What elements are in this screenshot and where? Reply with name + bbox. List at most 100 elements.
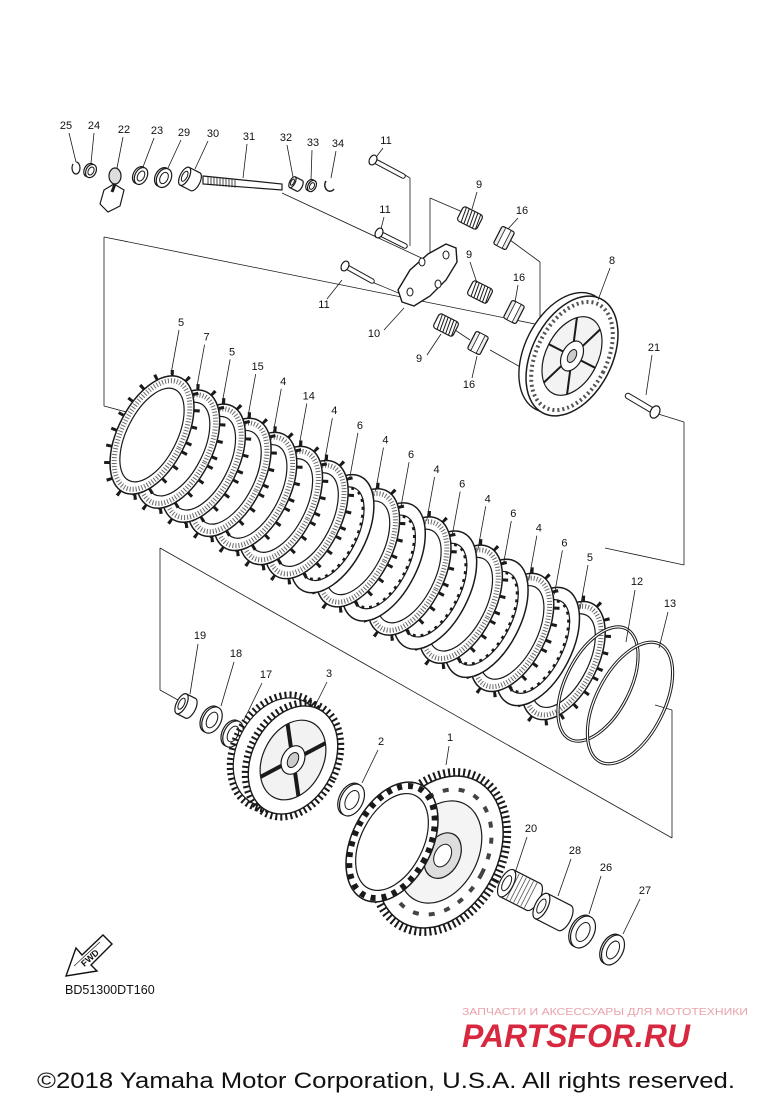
part-28-collar: [532, 892, 574, 932]
plate-tabs: [515, 595, 612, 726]
callout-label: 28: [569, 845, 581, 857]
leader-line: [645, 354, 653, 396]
leader-line: [142, 137, 155, 168]
watermark-tagline: ЗАПЧАСТИ И АКСЕССУАРЫ ДЛЯ МОТОТЕХНИКИ: [462, 1007, 748, 1018]
spring-coil: [481, 286, 489, 303]
spring-coil: [474, 214, 482, 230]
leader-line: [554, 550, 563, 595]
washer-hole: [226, 725, 240, 743]
watermark-logo: PARTSFOR.RU: [462, 1018, 691, 1054]
boss-spoke: [303, 741, 327, 756]
leader-line: [514, 284, 519, 303]
guide-line: [654, 704, 673, 711]
callout-label: 1: [447, 732, 453, 744]
washer-hole: [136, 170, 146, 182]
callout-label: 2: [378, 736, 384, 748]
spring-coil: [466, 209, 473, 226]
bolt-head: [368, 154, 378, 166]
callout-label: 11: [380, 135, 391, 147]
part-11-bolt: [368, 154, 406, 179]
callout-label: 20: [525, 823, 537, 835]
hub-rim-holes: [529, 299, 615, 413]
callout-label: 26: [600, 862, 612, 874]
leader-line: [471, 191, 478, 210]
plate-lining: [188, 420, 270, 535]
plate-tabs: [412, 539, 509, 670]
part-27-washer: [599, 933, 626, 966]
leader-line: [298, 403, 308, 448]
guide-line: [159, 689, 179, 701]
callout-label: 16: [516, 205, 528, 217]
leader-line: [658, 611, 669, 649]
callout-label: 13: [664, 598, 676, 610]
bolt-head: [340, 260, 350, 272]
leader-line: [323, 418, 333, 463]
callout-label: 32: [280, 132, 292, 144]
part-16-holder: [493, 226, 515, 250]
part-31-push-rod: [202, 175, 283, 191]
callout-label: 11: [379, 204, 390, 216]
leader-line: [383, 307, 405, 331]
hub-bore: [566, 349, 578, 363]
part-33-washer: [305, 178, 318, 193]
guide-line: [281, 192, 431, 263]
boss-spoke: [285, 723, 293, 748]
leader-line: [116, 136, 124, 169]
hub-spoke: [572, 317, 578, 342]
cylinder-edge: [513, 869, 541, 884]
part-34-clip: [324, 180, 335, 192]
leader-line: [310, 149, 313, 181]
spring-coil: [445, 318, 452, 334]
hub-spoke: [582, 328, 601, 347]
part-11-bolt: [374, 227, 408, 249]
plate-tabs: [258, 454, 355, 585]
plate-tabs: [463, 567, 560, 698]
callout-label: 18: [230, 648, 242, 660]
spring-coil: [442, 316, 449, 333]
lever-neck: [110, 183, 117, 193]
leader-line: [349, 432, 359, 477]
spring-coil: [436, 314, 443, 330]
cylinder-edge: [534, 918, 559, 931]
cylinder-bore: [536, 898, 547, 914]
callout-label: 3: [326, 668, 332, 680]
leader-line: [326, 279, 343, 300]
part-3-clutch-boss: [241, 699, 345, 821]
part-9-spring: [433, 313, 459, 337]
leader-line: [477, 506, 487, 551]
callout-label: 4: [331, 405, 337, 417]
spring-coil: [460, 207, 467, 223]
leader-line: [170, 329, 180, 375]
leader-line: [189, 643, 199, 695]
callout-label: 33: [307, 137, 319, 149]
callout-label: 22: [118, 124, 130, 136]
guide-line: [604, 547, 685, 566]
callout-label: 23: [151, 125, 163, 137]
leader-line: [315, 681, 328, 705]
callout-label: 21: [648, 342, 660, 354]
cylinder-edge: [179, 184, 192, 192]
guide-line: [654, 412, 685, 423]
lever-pivot: [108, 167, 122, 185]
leader-line: [625, 589, 636, 643]
plate-hole: [434, 279, 442, 289]
callout-label: 4: [434, 464, 440, 476]
callout-label: 4: [280, 376, 286, 388]
callout-label: 4: [536, 523, 542, 535]
leader-line: [272, 388, 282, 433]
part-18-washer: [199, 705, 223, 734]
spring-coil: [479, 285, 486, 301]
leader-line: [330, 150, 337, 179]
bolt-shank: [343, 264, 374, 283]
callout-label: 25: [60, 120, 72, 132]
leader-line: [557, 858, 572, 897]
spring-coil: [470, 281, 477, 297]
callout-label: 16: [463, 379, 475, 391]
needle-line: [509, 875, 524, 901]
callout-label: 11: [318, 299, 329, 311]
needle-line: [513, 877, 527, 903]
spring-coil: [463, 208, 470, 225]
washer-hole: [308, 182, 316, 190]
hub-spoke: [543, 365, 562, 384]
callout-label: 16: [513, 272, 525, 284]
